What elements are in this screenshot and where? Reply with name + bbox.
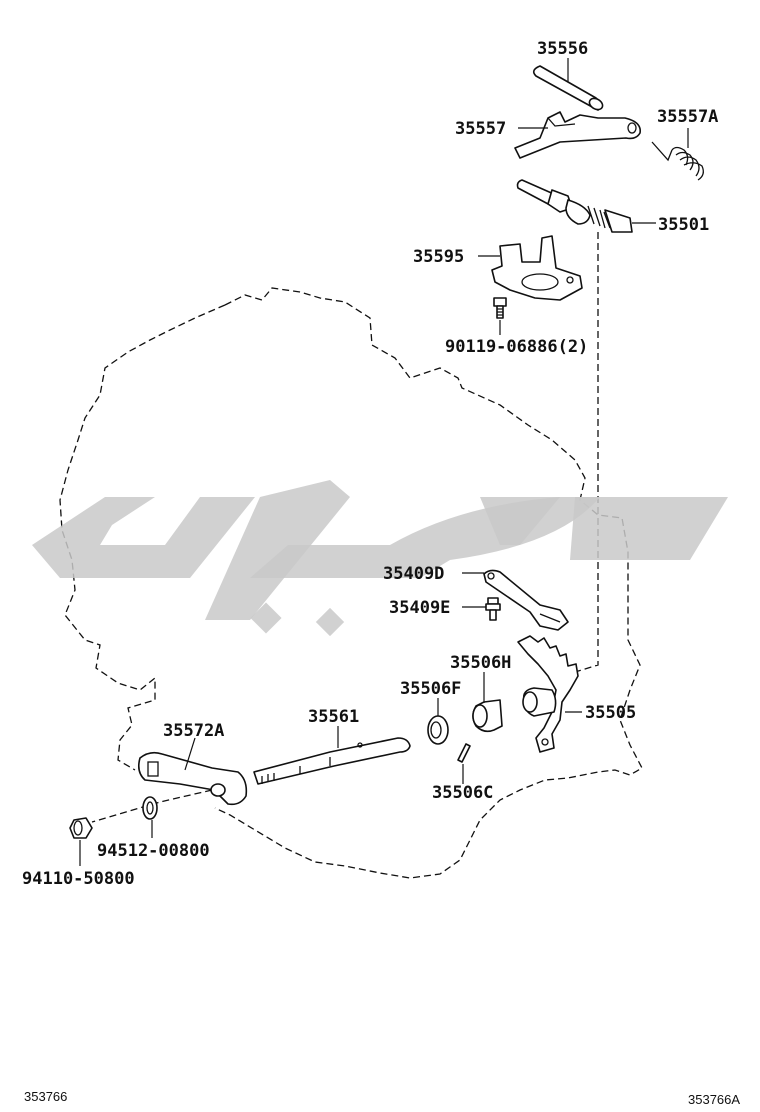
bushing-35506H[interactable] <box>472 699 503 733</box>
label-35595[interactable]: 35595 <box>413 247 464 267</box>
label-35506H[interactable]: 35506H <box>450 653 511 673</box>
shaft-35561[interactable] <box>253 737 411 785</box>
pin-35556[interactable] <box>532 65 605 112</box>
footer-code-right: 353766A <box>688 1092 740 1107</box>
label-35409D[interactable]: 35409D <box>383 564 444 584</box>
label-35505[interactable]: 35505 <box>585 703 636 723</box>
arm-35572A[interactable] <box>138 751 248 806</box>
spring-35557A[interactable] <box>651 141 704 181</box>
label-35572A[interactable]: 35572A <box>163 721 224 741</box>
bracket-35595[interactable] <box>491 235 583 301</box>
label-35556[interactable]: 35556 <box>537 39 588 59</box>
label-35557A[interactable]: 35557A <box>657 107 718 127</box>
assembly-link-line-lower <box>91 789 213 823</box>
watermark-logo <box>32 480 728 637</box>
label-35561[interactable]: 35561 <box>308 707 359 727</box>
label-35501[interactable]: 35501 <box>658 215 709 235</box>
lever-35557[interactable] <box>514 111 642 159</box>
bolt-35409E[interactable] <box>485 597 501 621</box>
sector-gear-35505[interactable] <box>517 635 579 753</box>
pin-35506C[interactable] <box>457 743 471 763</box>
seal-35506F[interactable] <box>427 715 449 745</box>
label-35506F[interactable]: 35506F <box>400 679 461 699</box>
assembly-link-line <box>574 232 599 673</box>
footer-code-left: 353766 <box>24 1089 67 1104</box>
lever-35409D[interactable] <box>483 569 569 631</box>
label-94110[interactable]: 94110-50800 <box>22 869 135 889</box>
housing-outline-left <box>59 304 226 771</box>
nut-94110[interactable] <box>69 817 93 839</box>
label-94512[interactable]: 94512-00800 <box>97 841 210 861</box>
label-35409E[interactable]: 35409E <box>389 598 450 618</box>
transmission-housing-outline <box>214 287 643 879</box>
label-35557[interactable]: 35557 <box>455 119 506 139</box>
cable-end-35501[interactable] <box>516 179 633 233</box>
label-90119[interactable]: 90119-06886(2) <box>445 337 588 357</box>
bolt-90119[interactable] <box>493 297 507 319</box>
lock-washer-94512[interactable] <box>142 796 158 820</box>
label-35506C[interactable]: 35506C <box>432 783 493 803</box>
